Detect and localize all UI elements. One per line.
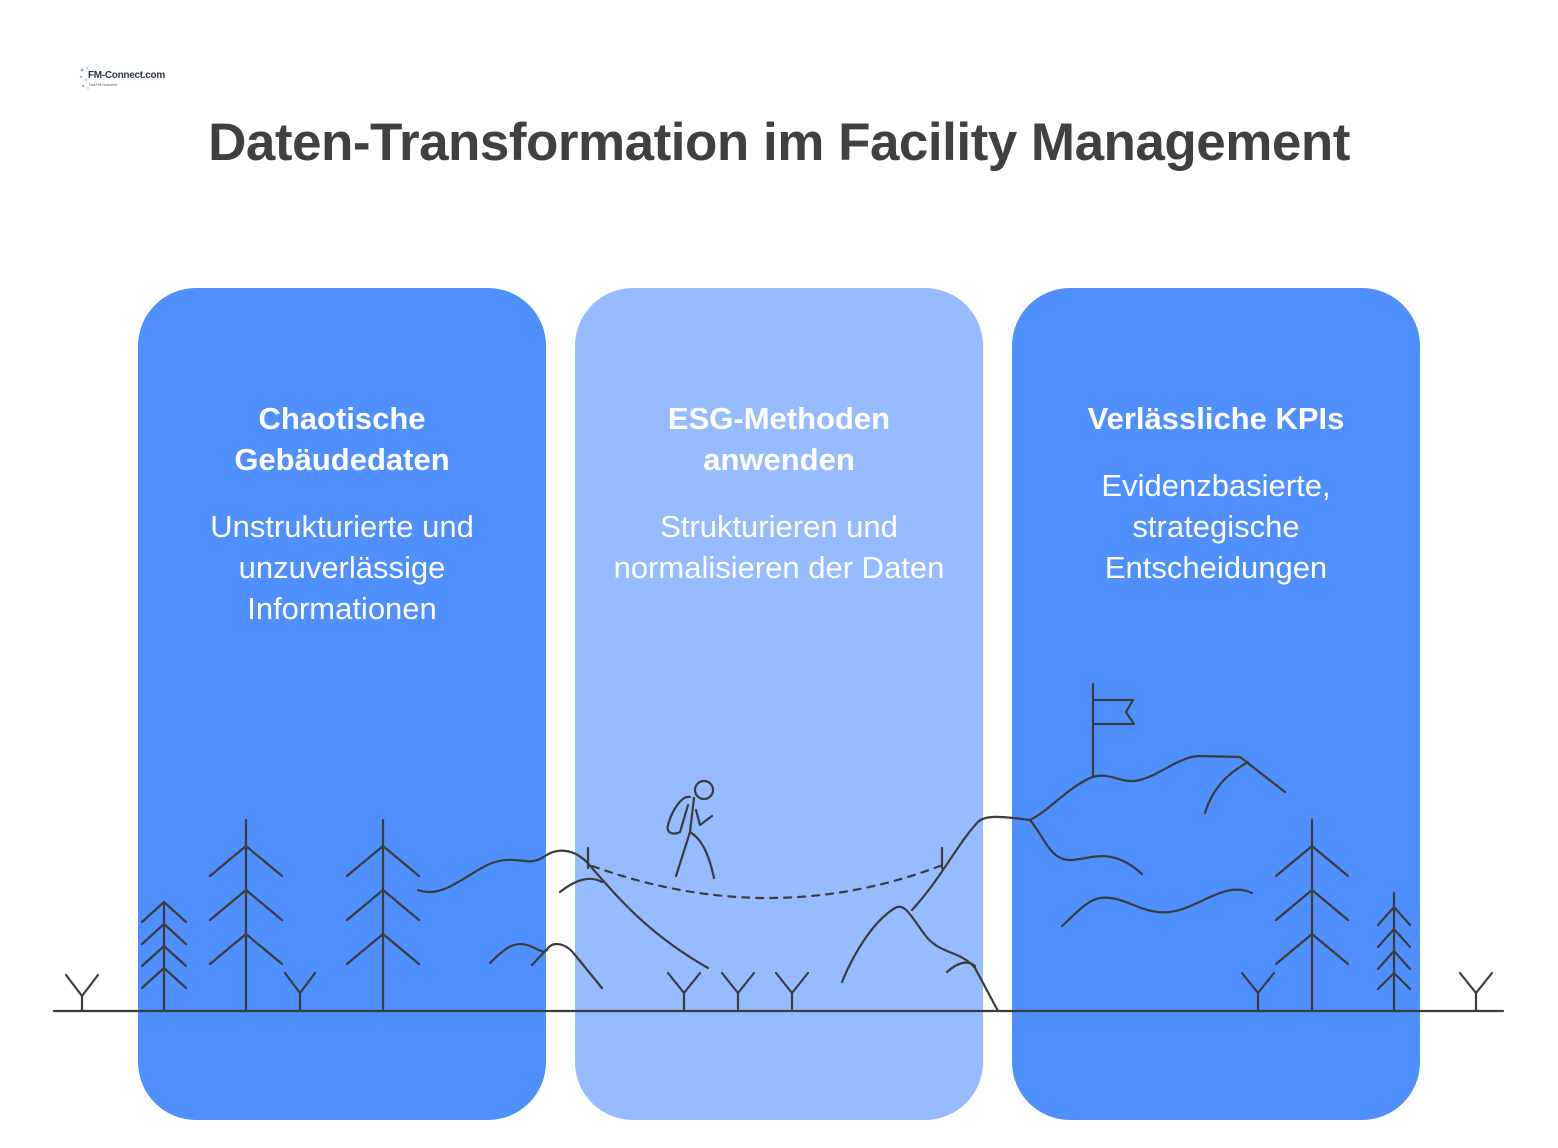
stage-card-esg-methods: ESG-Methoden anwenden Strukturieren und … — [575, 288, 983, 1120]
logo-tagline: Das FM-Netzwerk — [89, 83, 118, 87]
stage-description: Evidenzbasierte, strategische Entscheidu… — [1101, 468, 1331, 585]
page-title: Daten-Transformation im Facility Managem… — [208, 113, 1350, 172]
stage-title: Verlässliche KPIs — [1087, 401, 1345, 436]
stage-card-chaotic-data: Chaotische Gebäudedaten Unstrukturierte … — [138, 288, 546, 1120]
stage-title: ESG-Methoden anwenden — [667, 401, 891, 477]
stage-title: Chaotische Gebäudedaten — [234, 401, 450, 477]
stage-description: Unstrukturierte und unzuverlässige Infor… — [210, 509, 474, 626]
grass-sprout-icon — [1458, 971, 1494, 1013]
logo-mark-icon — [79, 67, 89, 89]
logo-name: FM-Connect.com — [88, 70, 165, 81]
stage-card-reliable-kpis: Verlässliche KPIs Evidenzbasierte, strat… — [1012, 288, 1420, 1120]
grass-sprout-icon — [64, 973, 100, 1013]
fm-connect-logo: FM-Connect.com Das FM-Netzwerk — [78, 64, 165, 94]
stage-description: Strukturieren und normalisieren der Date… — [613, 509, 945, 585]
